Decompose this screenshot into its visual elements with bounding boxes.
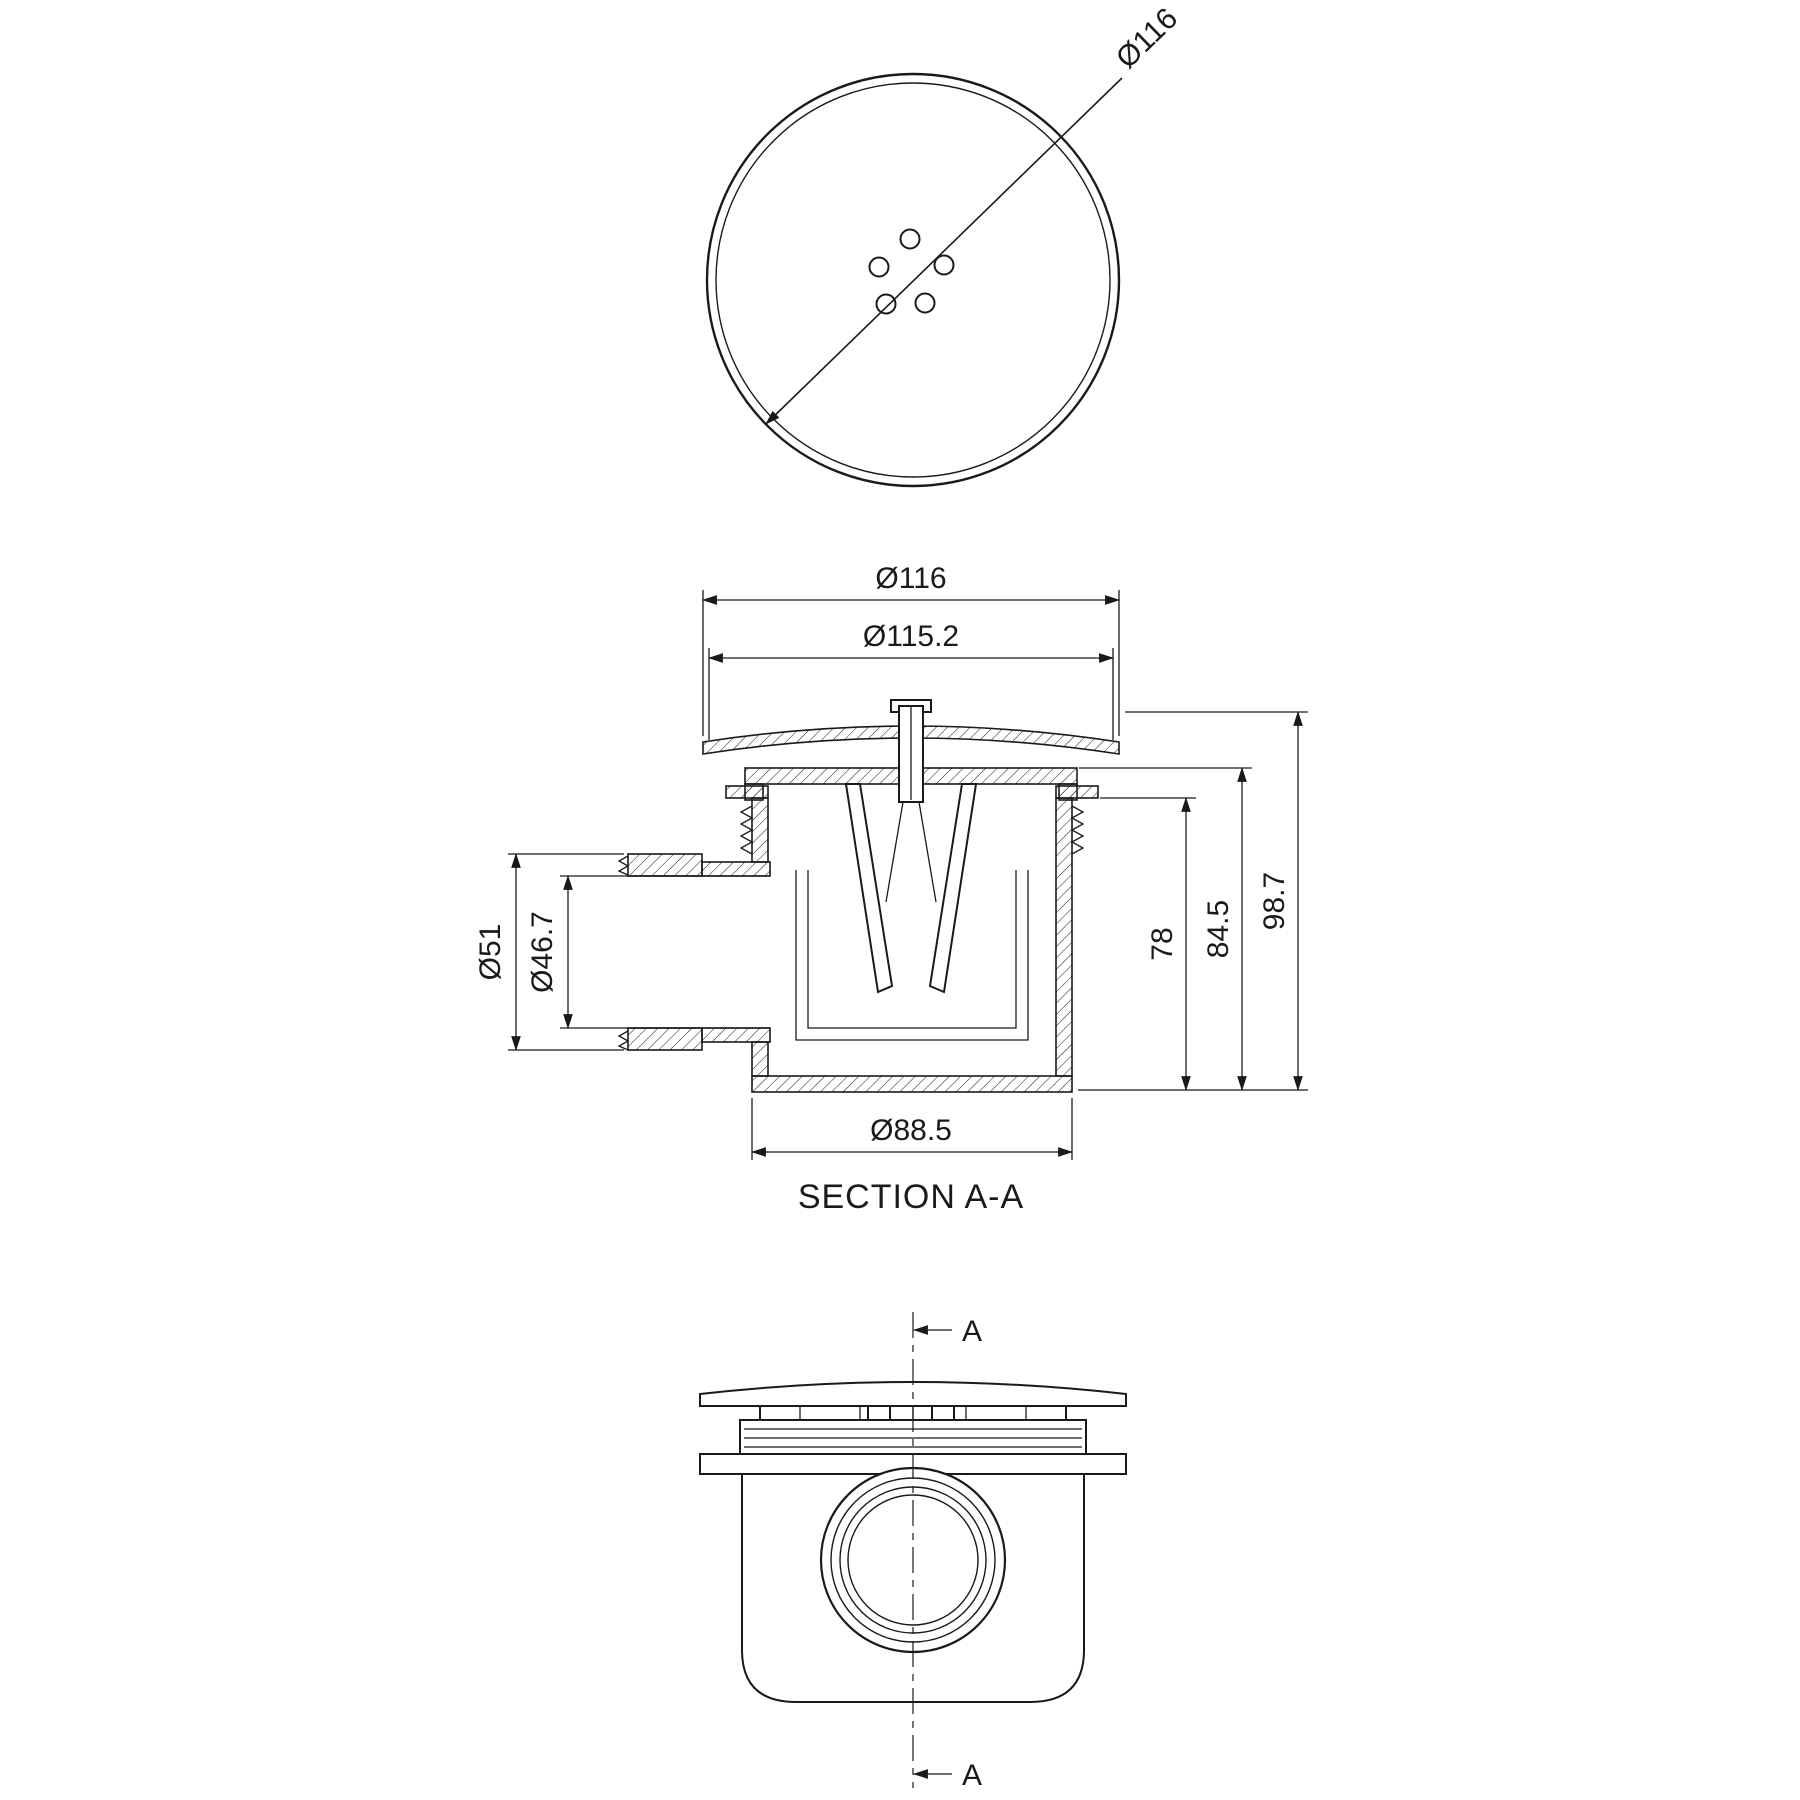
dim-label-pipe-bore: Ø46.7 [526,911,559,993]
collar-bottom [627,1027,703,1051]
fork-legs [885,801,937,903]
diameter-leader-line [765,77,1123,425]
collar-top [627,853,703,877]
dim-label-flange: Ø115.2 [863,620,959,653]
drain-holes [868,228,955,315]
thread-right [1070,805,1085,855]
body-tab-left [725,785,769,799]
collar-thread-bottom [617,1030,630,1051]
elev-outlet-ring4 [847,1494,979,1626]
dim-label-top-diameter: Ø116 [1110,2,1184,75]
cut-label-top: A [962,1315,982,1348]
bottom-view: A A [699,1312,1127,1792]
pipe-wall-top [701,861,771,877]
body-wall-right [1055,797,1073,1077]
collar-thread-top [617,855,630,876]
clip-leg-right [928,783,978,994]
trap-cup-outer [795,870,1029,1041]
body-tab-right [1055,785,1099,799]
dim-label-outer: Ø116 [875,562,946,595]
flange-plate [702,725,1120,755]
trap-cup-inner [807,870,1017,1029]
flange-outer-circle [705,72,1121,488]
dim-label-987: 98.7 [1258,872,1291,930]
dim-label-body: Ø88.5 [870,1114,952,1147]
body-bottom [751,1075,1073,1093]
body-wall-left-upper [751,797,769,863]
section-view: Ø116 Ø115.2 Ø51 Ø46.7 78 84.5 98.7 [474,562,1308,1216]
pipe-wall-bottom [701,1027,771,1043]
flange-inner-circle [715,82,1111,478]
section-title: SECTION A-A [798,1178,1024,1216]
top-view: Ø116 [705,2,1184,488]
cut-label-bottom: A [962,1759,982,1792]
clip-leg-left [844,783,894,994]
dimensions: Ø116 Ø115.2 Ø51 Ø46.7 78 84.5 98.7 [474,562,1308,1160]
dim-label-pipe-outer: Ø51 [474,924,507,981]
body-wall-left-lower [751,1041,769,1077]
dim-label-845: 84.5 [1202,900,1235,958]
dim-label-78: 78 [1146,927,1179,960]
thread-left [739,805,754,855]
